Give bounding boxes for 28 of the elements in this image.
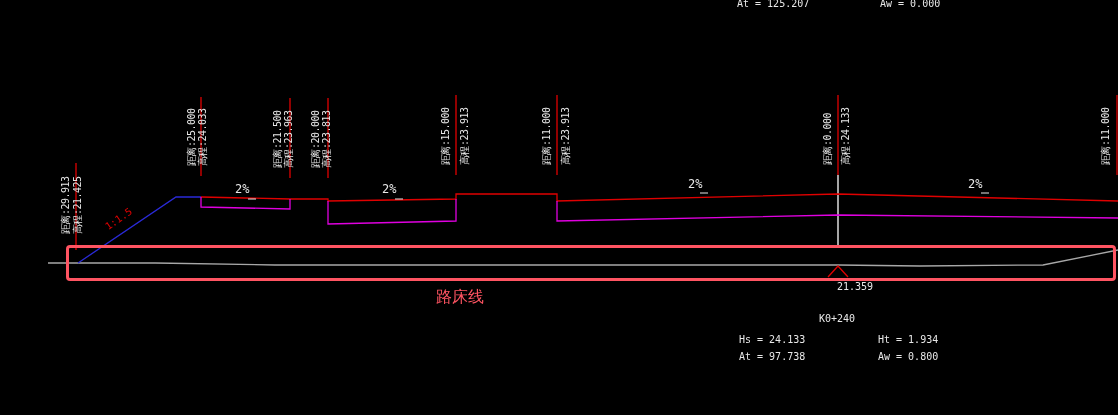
dimension-text: 高程:21.425 — [72, 176, 83, 234]
dimension-text: 高程:24.133 — [840, 107, 851, 165]
dimension-text: 高程:24.033 — [197, 108, 208, 166]
dimension-text: 距离:11.000 — [541, 107, 552, 165]
dimension-text: 距离:25.000 — [186, 108, 197, 166]
dimension-text: 距离:11.000 — [1100, 107, 1111, 165]
dimension-text: 距离:29.913 — [60, 176, 71, 234]
parameter-value: At = 97.738 — [739, 351, 806, 363]
dimension-text: 高程:23.913 — [459, 107, 470, 165]
dimension-text: 距离:20.000 — [310, 110, 321, 168]
dimension-text: 距离:15.000 — [440, 107, 451, 165]
slope-label: 2% — [382, 183, 397, 195]
dimension-text: 高程:23.913 — [560, 107, 571, 165]
dimension-text: 高程:23.963 — [283, 110, 294, 168]
station-label: K0+240 — [819, 313, 856, 325]
area-value: Aw = 0.000 — [880, 0, 941, 10]
slope-label: 2% — [968, 178, 983, 190]
callout-label: 路床线 — [436, 288, 484, 306]
parameter-value: Ht = 1.934 — [878, 334, 939, 346]
dimension-text: 距离:0.000 — [822, 112, 833, 165]
parameter-value: Hs = 24.133 — [739, 334, 806, 346]
slope-label: 2% — [688, 178, 703, 190]
parameter-value: Aw = 0.800 — [878, 351, 939, 363]
area-value: At = 125.207 — [737, 0, 810, 10]
slope-label: 2% — [235, 183, 250, 195]
dimension-text: 距离:21.500 — [272, 110, 283, 168]
dimension-text: 高程:23.813 — [321, 110, 332, 168]
elevation-value: 21.359 — [837, 281, 874, 293]
